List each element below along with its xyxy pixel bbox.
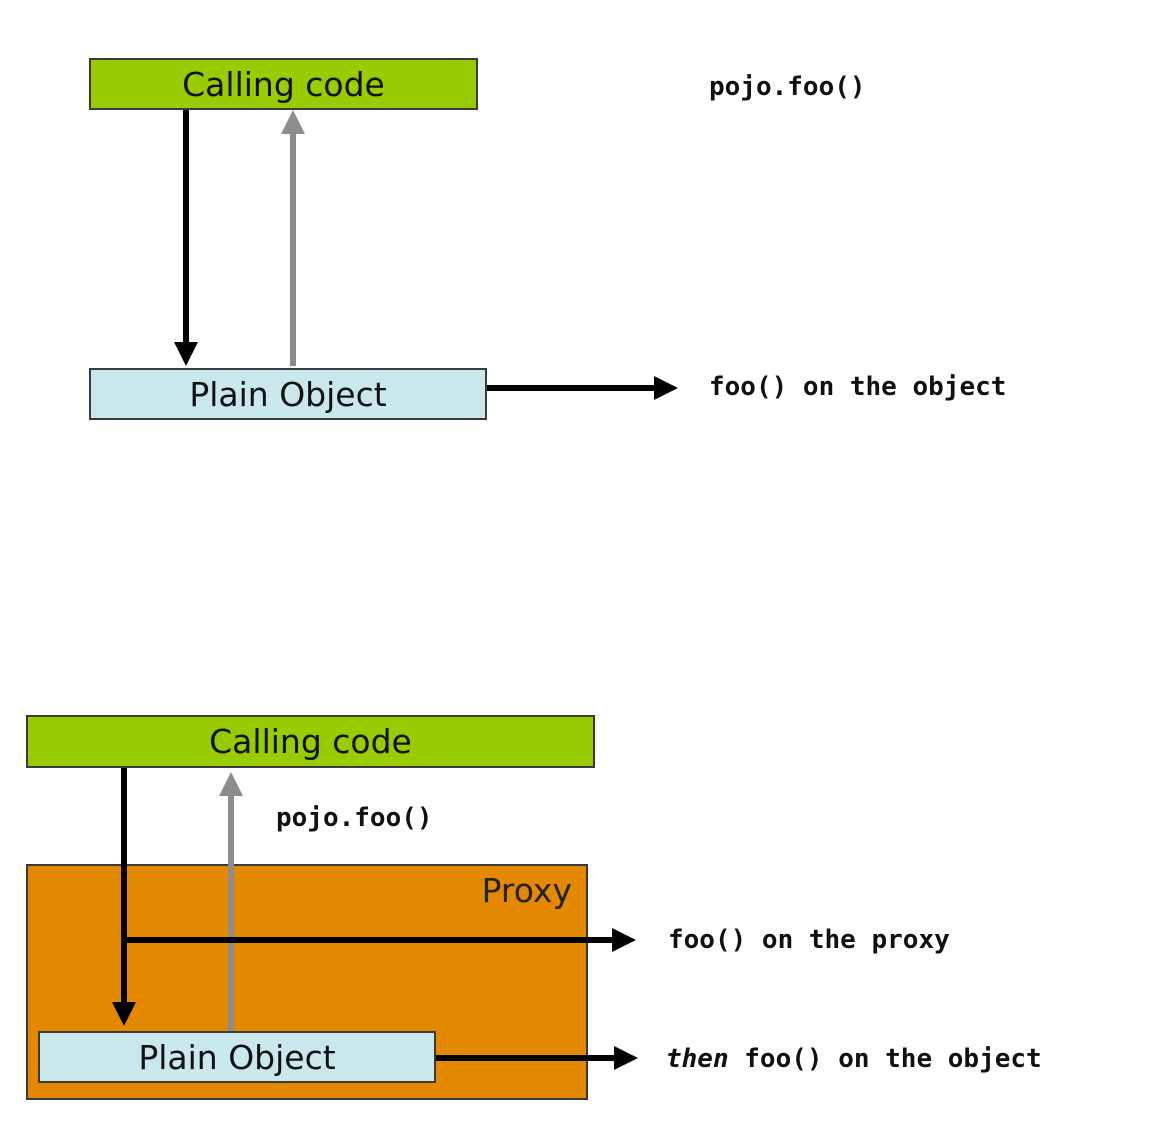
bottom-calling-code-box: Calling code (26, 715, 595, 768)
bottom-plain-object-label: Plain Object (138, 1037, 336, 1077)
bottom-call-text: pojo.foo() (276, 803, 433, 833)
proxy-label: Proxy (481, 871, 572, 910)
bottom-call-arrow (112, 768, 136, 1026)
object-result-prefix: then (666, 1044, 729, 1074)
bottom-plain-object-box: Plain Object (38, 1031, 436, 1083)
proxy-result-text: foo() on the proxy (668, 925, 950, 955)
object-result-arrow (436, 1046, 638, 1070)
bottom-calling-code-label: Calling code (209, 722, 412, 761)
top-call-arrow (174, 110, 198, 366)
top-plain-object-label: Plain Object (189, 374, 387, 414)
top-plain-object-box: Plain Object (89, 368, 487, 420)
top-call-text: pojo.foo() (709, 72, 866, 102)
object-result-text: then foo() on the object (666, 1046, 1042, 1072)
top-result-arrow (487, 376, 678, 400)
bottom-return-arrow (219, 772, 243, 1031)
top-calling-code-box: Calling code (89, 58, 478, 110)
object-result-suffix: foo() on the object (728, 1044, 1042, 1074)
top-result-text: foo() on the object (709, 372, 1007, 402)
proxy-result-arrow (124, 928, 636, 952)
top-return-arrow (281, 110, 305, 366)
top-calling-code-label: Calling code (182, 64, 385, 104)
